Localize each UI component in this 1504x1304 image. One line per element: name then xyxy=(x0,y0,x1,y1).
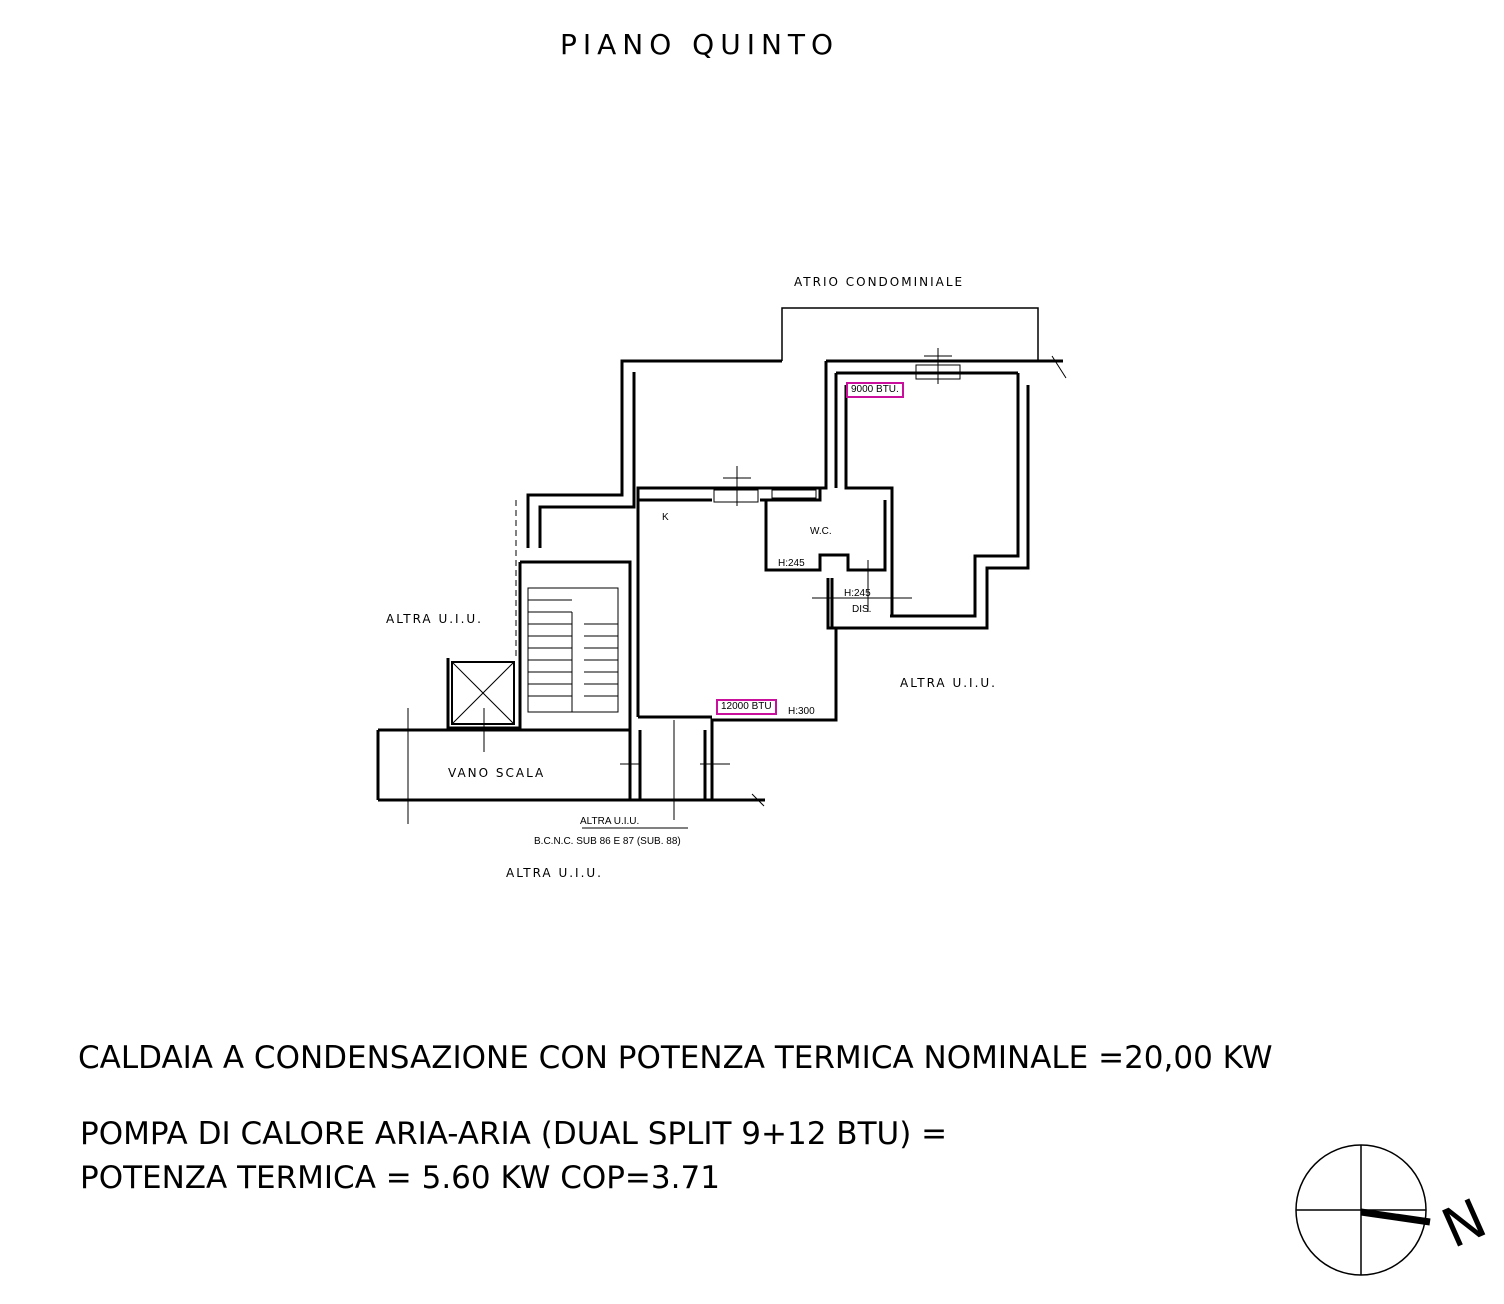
wall-stair xyxy=(520,560,632,800)
note-potenza: POTENZA TERMICA = 5.60 KW COP=3.71 xyxy=(80,1160,720,1196)
btu-tag-top: 9000 BTU. xyxy=(846,382,904,398)
wall-top xyxy=(636,361,828,717)
wall-kitchen-2 xyxy=(760,488,822,502)
wall-right-room xyxy=(890,373,1020,618)
label-dis: DIS. xyxy=(852,604,872,615)
label-height-wc: H:245 xyxy=(778,558,805,569)
note-caldaia: CALDAIA A CONDENSAZIONE CON POTENZA TERM… xyxy=(78,1040,1273,1076)
label-height-kitchen: H:300 xyxy=(788,706,815,717)
wall-wc xyxy=(764,500,887,572)
label-kitchen: K xyxy=(662,512,669,523)
label-height-dis: H:245 xyxy=(844,588,871,599)
label-altra-uiu-bottom: ALTRA U.I.U. xyxy=(506,866,603,880)
wall-kitchen-right xyxy=(710,578,838,800)
label-altra-uiu-right: ALTRA U.I.U. xyxy=(900,676,997,690)
label-altra-uiu-left: ALTRA U.I.U. xyxy=(386,612,483,626)
elevator-shaft xyxy=(451,661,515,725)
label-altra-uiu-small: ALTRA U.I.U. xyxy=(580,816,640,827)
label-bcnc: B.C.N.C. SUB 86 E 87 (SUB. 88) xyxy=(534,836,681,847)
atrio-outline xyxy=(781,307,1039,361)
label-atrio-condominiale: ATRIO CONDOMINIALE xyxy=(794,275,965,289)
compass-icon xyxy=(1295,1144,1431,1276)
note-pompa: POMPA DI CALORE ARIA-ARIA (DUAL SPLIT 9+… xyxy=(80,1116,948,1152)
btu-tag-bottom: 12000 BTU xyxy=(716,699,777,715)
label-vano-scala: VANO SCALA xyxy=(448,766,546,780)
wall-stair-left xyxy=(446,562,522,730)
label-wc: W.C. xyxy=(810,526,832,537)
wall-upper-left-inner xyxy=(538,372,636,548)
wall-right-room-outer xyxy=(832,385,1030,630)
wall-upper-left xyxy=(526,359,782,548)
wall-right-room-left xyxy=(844,385,894,616)
page-title: PIANO QUINTO xyxy=(560,28,840,61)
stair-outline xyxy=(527,587,619,713)
